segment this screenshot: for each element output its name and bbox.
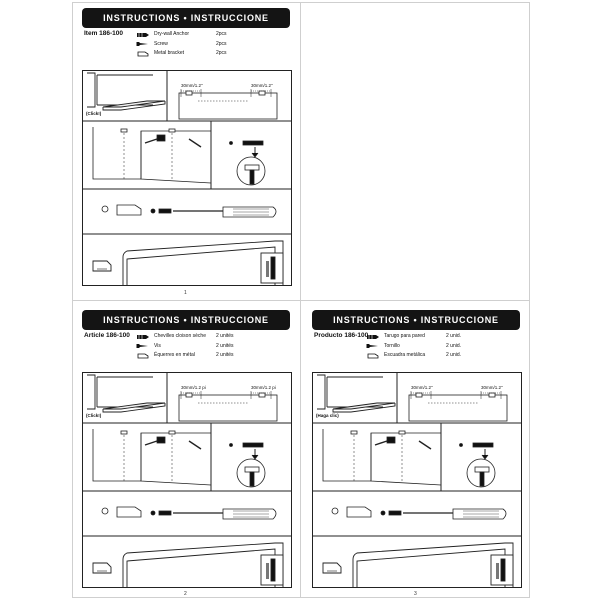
part-quantity: 2 unités (216, 352, 234, 358)
step5-screwdriver (101, 506, 277, 520)
step3-wall-drill (92, 429, 212, 486)
step2-measure (178, 89, 278, 120)
step6-tv-mounted (92, 542, 284, 587)
page-divider-horizontal (72, 300, 530, 301)
part-row-screw: Tornillo 2 unid. (366, 342, 461, 352)
part-quantity: 2 unid. (446, 333, 462, 339)
step2-measure (178, 391, 278, 422)
part-row-anchor: Tarugo para pared 2 unid. (366, 332, 461, 342)
part-quantity: 2 unités (216, 342, 234, 349)
click-label: (Haga clic) (316, 413, 339, 418)
page-number: 2 (184, 591, 187, 597)
part-quantity: 2 unités (216, 333, 234, 339)
screw-icon (136, 42, 148, 47)
part-name: Chevilles cloison sèche (154, 333, 206, 339)
instruction-page-2: INSTRUCTIONS • INSTRUCCIONE Article 186-… (74, 302, 300, 600)
wall-anchor-icon (137, 334, 149, 339)
step5-screwdriver (101, 204, 277, 218)
installation-diagram: (Click!) 30mm/1.2 pi 30mm/1.2 pi (82, 372, 292, 588)
diagram-artwork (83, 71, 291, 285)
step1-tv-stand (317, 374, 396, 413)
screw-icon (366, 344, 378, 349)
metal-bracket-icon (137, 353, 149, 359)
installation-diagram: (Haga clic) 30mm/1.2" 30mm/1.2" (312, 372, 522, 588)
step3-wall-drill (322, 429, 442, 486)
measurement-left: 30mm/1.2" (181, 83, 203, 88)
click-label: (Click!) (86, 413, 102, 418)
page-number: 1 (184, 290, 187, 296)
instructions-banner: INSTRUCTIONS • INSTRUCCIONE (82, 310, 290, 330)
part-name: Vis (154, 342, 161, 349)
part-row-bracket: Équerres en métal 2 unités (136, 351, 234, 361)
part-name: Dry-wall Anchor (154, 31, 190, 37)
step6-tv-mounted (322, 542, 514, 587)
click-label: (Click!) (86, 111, 102, 116)
part-name: Metal bracket (154, 50, 185, 56)
item-number: Item 186-100 (84, 30, 124, 37)
parts-list: Tarugo para pared 2 unid. Tornillo 2 uni… (366, 332, 461, 361)
step4-hammer-anchor (229, 140, 266, 186)
parts-list: Chevilles cloison sèche 2 unités Vis 2 u… (136, 332, 234, 361)
measurement-right: 30mm/1.2 pi (251, 385, 276, 390)
step4-hammer-anchor (229, 442, 266, 488)
part-quantity: 2 unid. (446, 352, 462, 358)
instructions-banner: INSTRUCTIONS • INSTRUCCIONE (82, 8, 290, 28)
measurement-right: 30mm/1.2" (251, 83, 273, 88)
wall-anchor-icon (137, 32, 149, 37)
parts-list: Dry-wall Anchor 2pcs Screw 2pcs Metal br… (136, 30, 227, 59)
step4-hammer-anchor (459, 442, 496, 488)
diagram-artwork (83, 373, 291, 587)
instructions-banner: INSTRUCTIONS • INSTRUCCIONE (312, 310, 520, 330)
screw-icon (136, 344, 148, 349)
part-name: Escuadra metálica (384, 352, 426, 358)
part-name: Screw (154, 40, 168, 47)
part-row-anchor: Dry-wall Anchor 2pcs (136, 30, 227, 40)
part-row-screw: Vis 2 unités (136, 342, 234, 352)
item-number: Producto 186-100 (314, 332, 369, 339)
measurement-right: 30mm/1.2" (481, 385, 503, 390)
step2-measure (408, 391, 508, 422)
part-row-bracket: Metal bracket 2pcs (136, 49, 227, 59)
instruction-page-1: INSTRUCTIONS • INSTRUCCIONE Item 186-100… (74, 0, 300, 300)
part-row-screw: Screw 2pcs (136, 40, 227, 50)
page-number: 3 (414, 591, 417, 597)
step3-wall-drill (92, 127, 212, 184)
step1-tv-stand (87, 72, 166, 111)
metal-bracket-icon (137, 51, 149, 57)
part-quantity: 2 unid. (446, 342, 462, 349)
installation-diagram: (Click!) 30mm/1.2" 30mm/1.2" (82, 70, 292, 286)
metal-bracket-icon (367, 353, 379, 359)
step6-tv-mounted (92, 240, 284, 285)
part-quantity: 2pcs (216, 40, 227, 47)
part-quantity: 2pcs (216, 50, 227, 56)
measurement-left: 30mm/1.2 pi (181, 385, 206, 390)
part-row-anchor: Chevilles cloison sèche 2 unités (136, 332, 234, 342)
part-quantity: 2pcs (216, 31, 227, 37)
wall-anchor-icon (367, 334, 379, 339)
measurement-left: 30mm/1.2" (411, 385, 433, 390)
part-name: Tarugo para pared (384, 333, 425, 339)
step1-tv-stand (87, 374, 166, 413)
part-name: Équerres en métal (154, 352, 195, 358)
instruction-page-3: INSTRUCTIONS • INSTRUCCIONE Producto 186… (304, 302, 530, 600)
part-row-bracket: Escuadra metálica 2 unid. (366, 351, 461, 361)
diagram-artwork (313, 373, 521, 587)
part-name: Tornillo (384, 342, 400, 349)
item-number: Article 186-100 (84, 332, 130, 339)
step5-screwdriver (331, 506, 507, 520)
